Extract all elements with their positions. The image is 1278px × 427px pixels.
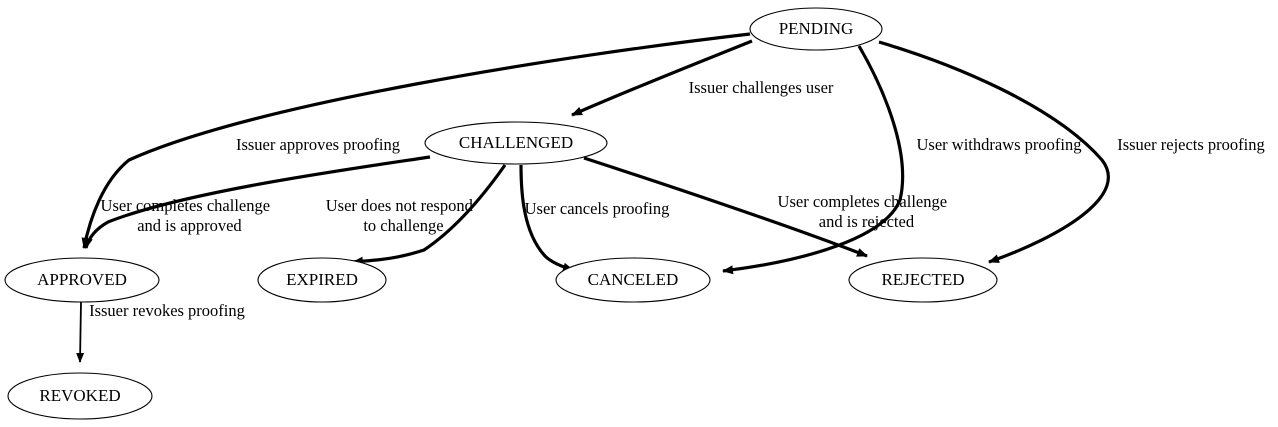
edge-path (519, 164, 574, 272)
edge-challenged-to-expired: User does not respond to challenge (326, 164, 518, 266)
node-shape[interactable] (4, 257, 160, 303)
edge-path (583, 156, 868, 258)
node-rejected[interactable]: REJECTED (848, 257, 998, 303)
edge-pending-to-approved: Issuer approves proofing (81, 32, 751, 249)
node-canceled[interactable]: CANCELED (555, 257, 711, 303)
edge-path (76, 301, 85, 363)
edge-label: Issuer revokes proofing (89, 301, 245, 320)
edge-path (352, 164, 507, 266)
edge-challenged-to-approved: User completes challenge and is approved (84, 155, 431, 249)
edge-label: Issuer challenges user (689, 78, 834, 97)
node-label: APPROVED (37, 270, 127, 289)
edge-label: User completes challenge and is rejected (778, 192, 993, 231)
edge-challenged-to-canceled: User cancels proofing (519, 164, 670, 272)
node-shape[interactable] (257, 257, 387, 303)
node-label: CANCELED (588, 270, 679, 289)
edge-label-line2: and is rejected (819, 212, 915, 231)
edge-label: User does not respond to challenge (326, 196, 518, 235)
edge-label-line1: User completes challenge (101, 196, 271, 215)
node-revoked[interactable]: REVOKED (7, 372, 153, 420)
edge-pending-to-rejected: Issuer rejects proofing (878, 40, 1265, 264)
edge-path (81, 32, 751, 249)
edge-label: User cancels proofing (525, 199, 670, 218)
node-challenged[interactable]: CHALLENGED (424, 121, 608, 165)
edge-path (878, 40, 1110, 264)
node-shape[interactable] (555, 257, 711, 303)
edge-approved-to-revoked: Issuer revokes proofing (76, 301, 245, 363)
node-pending[interactable]: PENDING (749, 7, 883, 51)
node-approved[interactable]: APPROVED (4, 257, 160, 303)
node-label: CHALLENGED (459, 133, 573, 152)
node-label: REVOKED (39, 386, 120, 405)
node-shape[interactable] (749, 7, 883, 51)
edge-label: Issuer rejects proofing (1117, 135, 1265, 154)
edge-label-line1: User does not respond (326, 196, 474, 215)
edge-label-line2: to challenge (363, 216, 443, 235)
node-shape[interactable] (424, 121, 608, 165)
edges-layer: Issuer challenges user Issuer approves p… (76, 32, 1265, 363)
edge-path (571, 39, 753, 117)
edge-challenged-to-rejected: User completes challenge and is rejected (583, 156, 993, 258)
node-label: EXPIRED (286, 270, 358, 289)
edge-label: User withdraws proofing (917, 135, 1082, 154)
edge-pending-to-challenged: Issuer challenges user (571, 39, 834, 117)
edge-pending-to-canceled: User withdraws proofing (722, 45, 1082, 275)
node-label: REJECTED (881, 270, 964, 289)
node-label: PENDING (779, 19, 854, 38)
edge-label-line1: User completes challenge (778, 192, 948, 211)
node-shape[interactable] (848, 257, 998, 303)
edge-label: Issuer approves proofing (236, 135, 400, 154)
node-expired[interactable]: EXPIRED (257, 257, 387, 303)
edge-path (722, 45, 905, 275)
edge-label: User completes challenge and is approved (101, 196, 316, 235)
node-shape[interactable] (7, 372, 153, 420)
edge-path (84, 155, 431, 249)
edge-label-line2: and is approved (137, 216, 242, 235)
nodes-layer: PENDING CHALLENGED APPROVED EXPIRED CANC… (4, 7, 998, 420)
